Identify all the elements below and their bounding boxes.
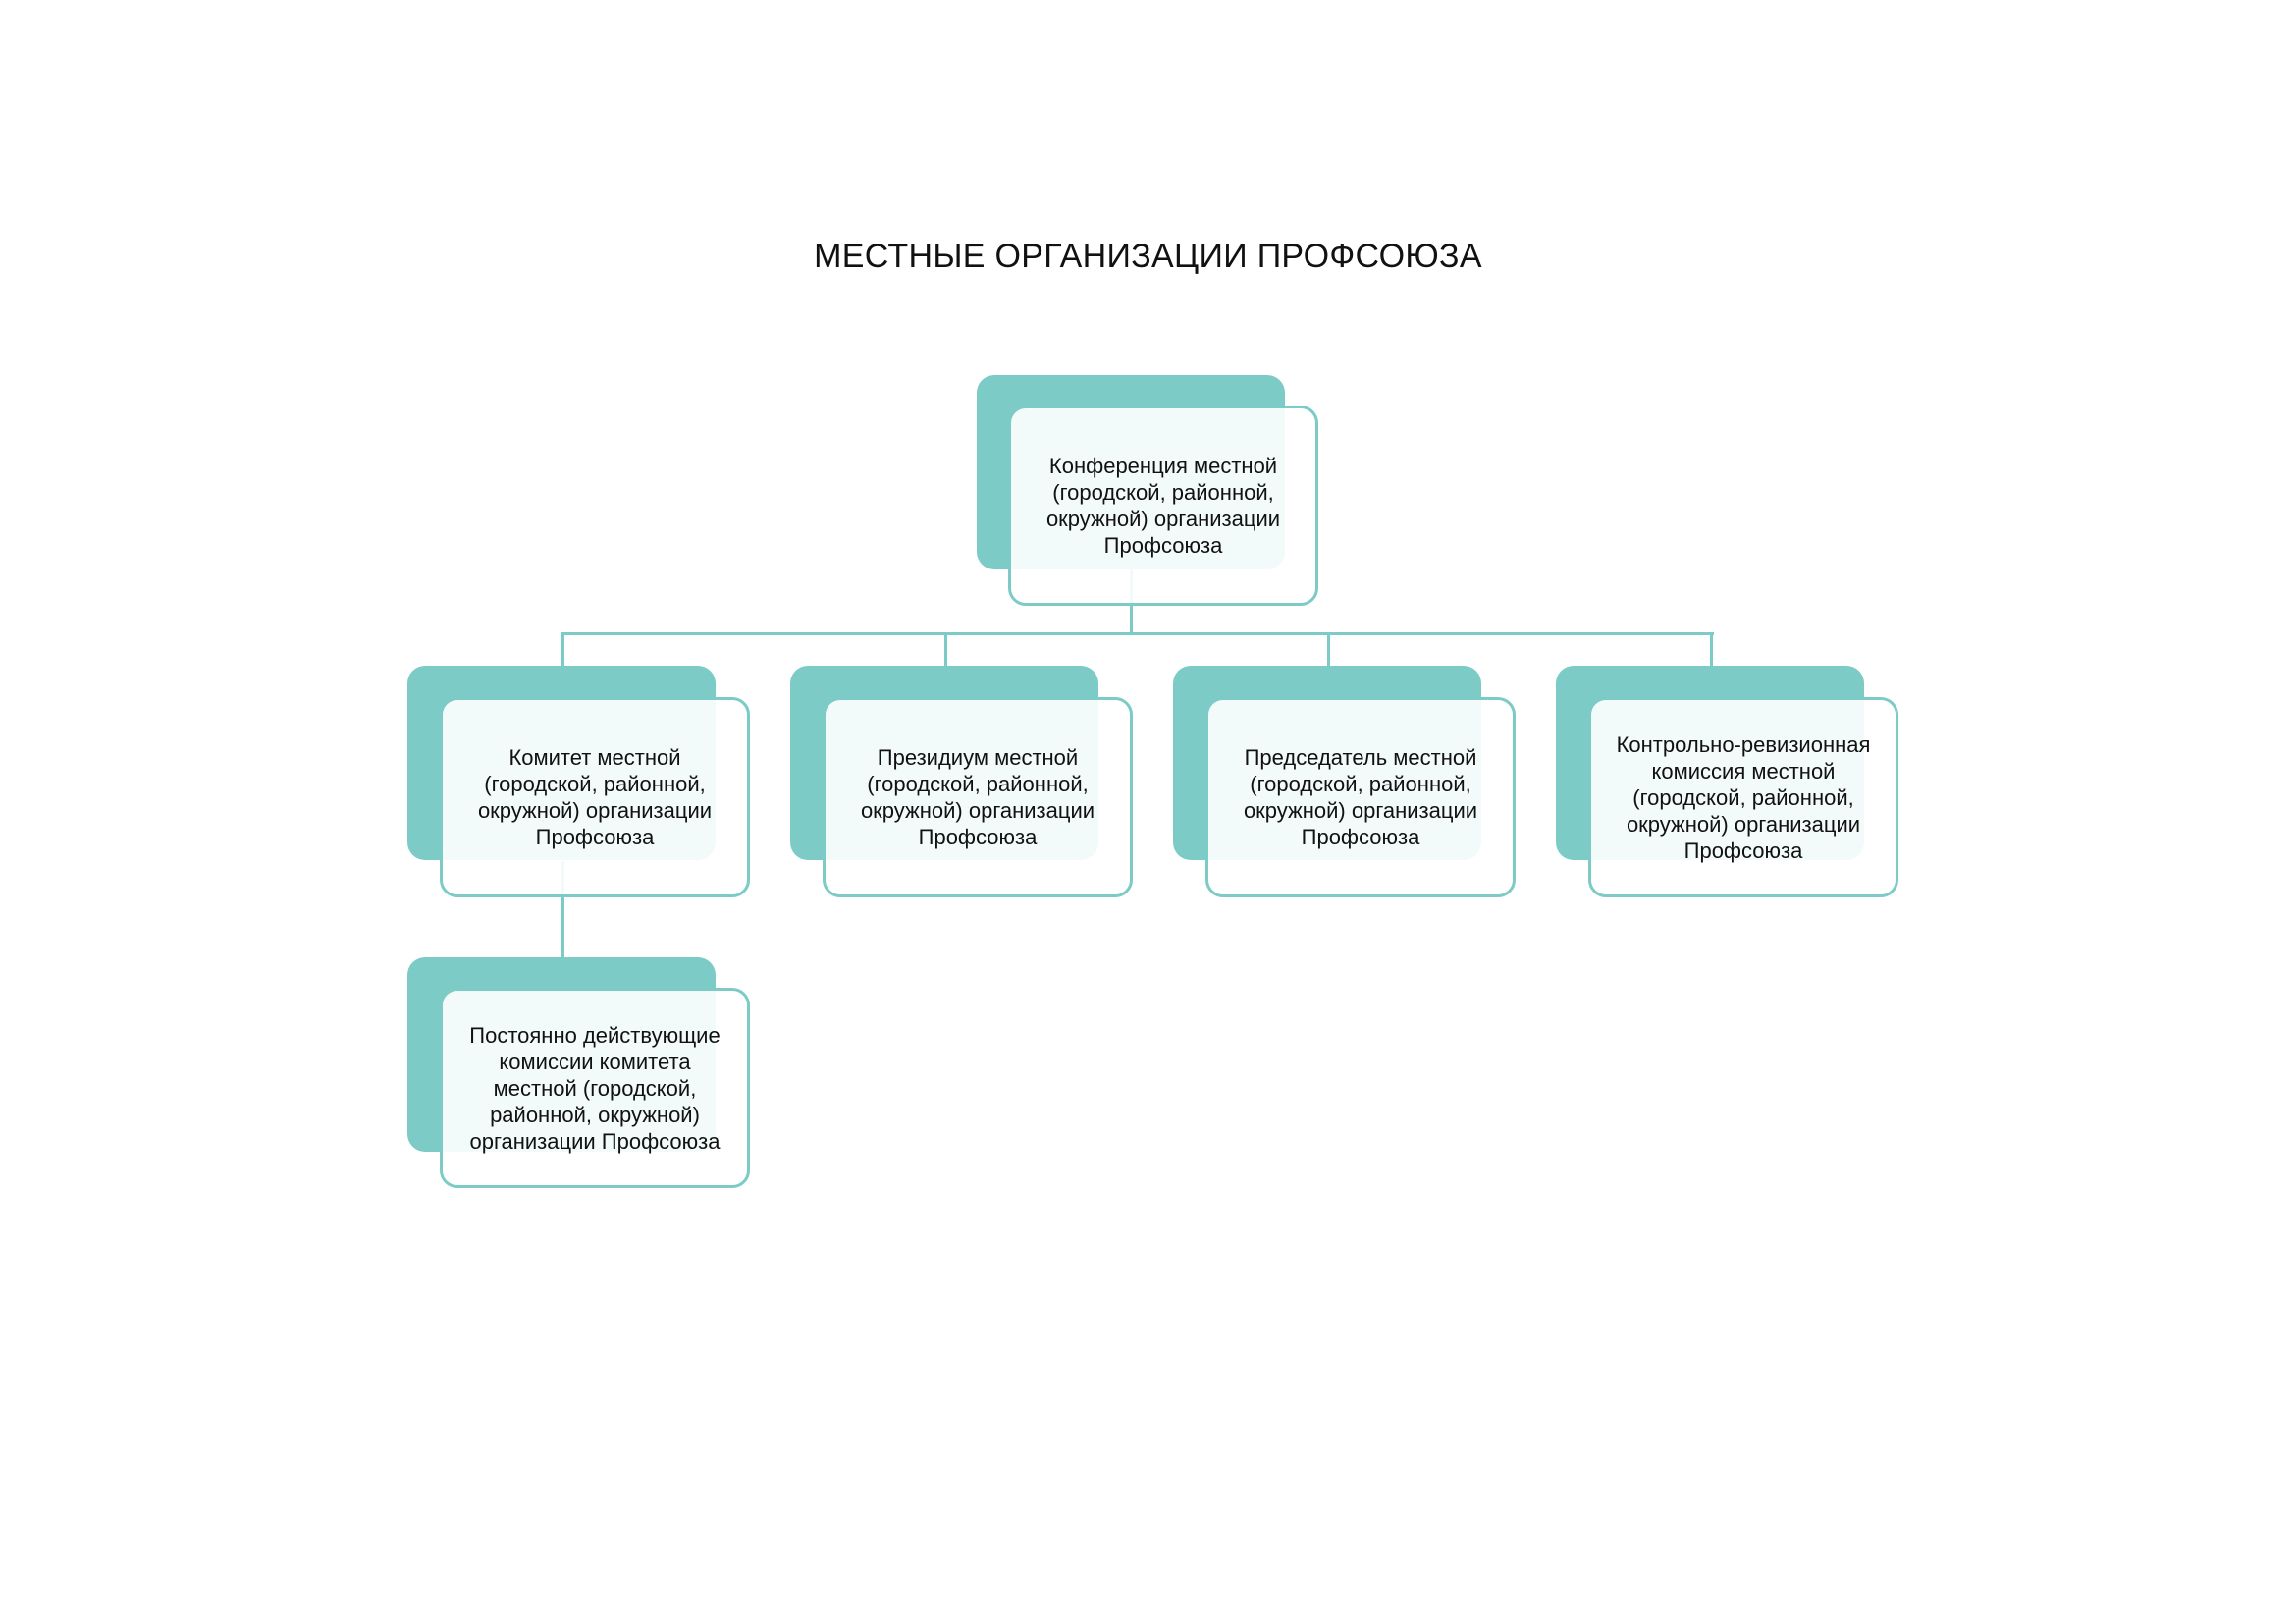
connector xyxy=(561,861,564,959)
node-committee: Комитет местной (городской, районной, ок… xyxy=(440,697,750,897)
node-label: Контрольно-ревизионная комиссия местной … xyxy=(1616,731,1871,863)
node-conference: Конференция местной (городской, районной… xyxy=(1008,406,1318,606)
connector xyxy=(561,632,564,670)
node-label: Президиум местной (городской, районной, … xyxy=(860,745,1095,849)
diagram-title: МЕСТНЫЕ ОРГАНИЗАЦИИ ПРОФСОЮЗА xyxy=(814,238,1482,275)
node-label: Конференция местной (городской, районной… xyxy=(1045,454,1281,558)
node-label: Председатель местной (городской, районно… xyxy=(1243,745,1478,849)
connector xyxy=(944,632,947,670)
node-presidium: Президиум местной (городской, районной, … xyxy=(823,697,1133,897)
connector xyxy=(1327,632,1330,670)
node-audit-commission: Контрольно-ревизионная комиссия местной … xyxy=(1588,697,1898,897)
connector xyxy=(1710,632,1713,670)
node-standing-commissions: Постоянно действующие комиссии комитета … xyxy=(440,988,750,1188)
node-chairman: Председатель местной (городской, районно… xyxy=(1205,697,1516,897)
connector xyxy=(561,632,1714,635)
node-label: Комитет местной (городской, районной, ок… xyxy=(477,745,713,849)
node-label: Постоянно действующие комиссии комитета … xyxy=(469,1022,721,1154)
